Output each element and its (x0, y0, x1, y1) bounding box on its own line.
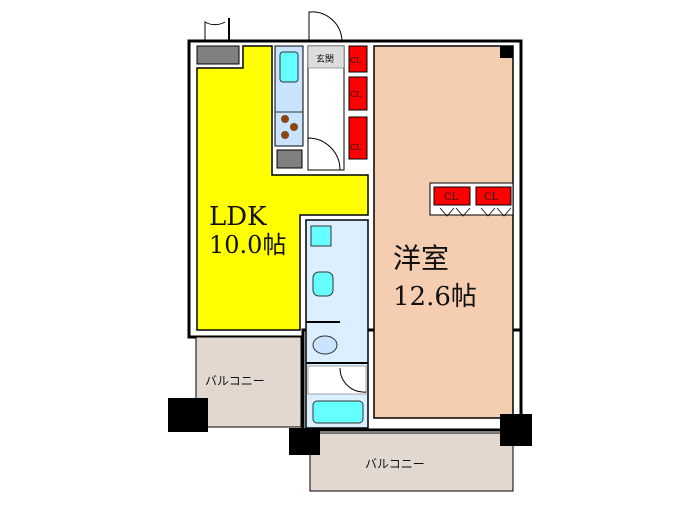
door-swing-inner (307, 137, 341, 171)
washroom (305, 219, 369, 429)
stove-burner-icon (290, 123, 298, 131)
ldk-room (196, 45, 369, 331)
washbasin-icon (310, 225, 332, 247)
closet-label: CL (350, 90, 362, 99)
pillar-icon (500, 46, 513, 58)
western-room (373, 45, 514, 419)
ldk-size: 10.0帖 (209, 231, 286, 259)
balcony-left (195, 336, 302, 428)
ldk-name: LDK (209, 202, 267, 232)
closet-label: CL (350, 143, 362, 152)
entrance-door-swing (308, 11, 343, 42)
toilet-icon (312, 335, 338, 355)
balcony-bottom (309, 432, 514, 492)
bathtub-icon (312, 400, 364, 424)
closet-column: CL CL CL (348, 45, 368, 160)
washing-machine-icon (312, 271, 334, 297)
balcony-bottom-label: バルコニー (365, 457, 425, 471)
fridge-space (276, 149, 303, 169)
western-room-name: 洋室 (393, 242, 449, 275)
door-swing-top-left (204, 21, 226, 41)
closet (348, 116, 368, 160)
stove-burner-icon (281, 115, 289, 123)
kitchen-sink-icon (279, 51, 299, 83)
closet (475, 186, 512, 206)
entrance-floor (307, 45, 345, 69)
closet-label: CL (350, 56, 362, 65)
closet (348, 45, 368, 73)
bath-room-floor (307, 365, 367, 395)
pillar-icon (289, 428, 320, 455)
closet-door-swing (439, 207, 512, 217)
closet (348, 76, 368, 111)
western-room-size: 12.6帖 (393, 282, 477, 312)
balcony-left-label: バルコニー (205, 374, 265, 388)
bath-door-swing (339, 367, 367, 393)
closet-label: CL (484, 192, 499, 203)
closet (433, 186, 471, 206)
entrance-label: 玄関 (316, 53, 334, 65)
storage-top-left (196, 45, 240, 65)
closet-label: CL (444, 192, 459, 203)
stove-burner-icon (281, 131, 289, 139)
pillar-icon (500, 414, 532, 446)
pillar-icon (168, 398, 208, 432)
